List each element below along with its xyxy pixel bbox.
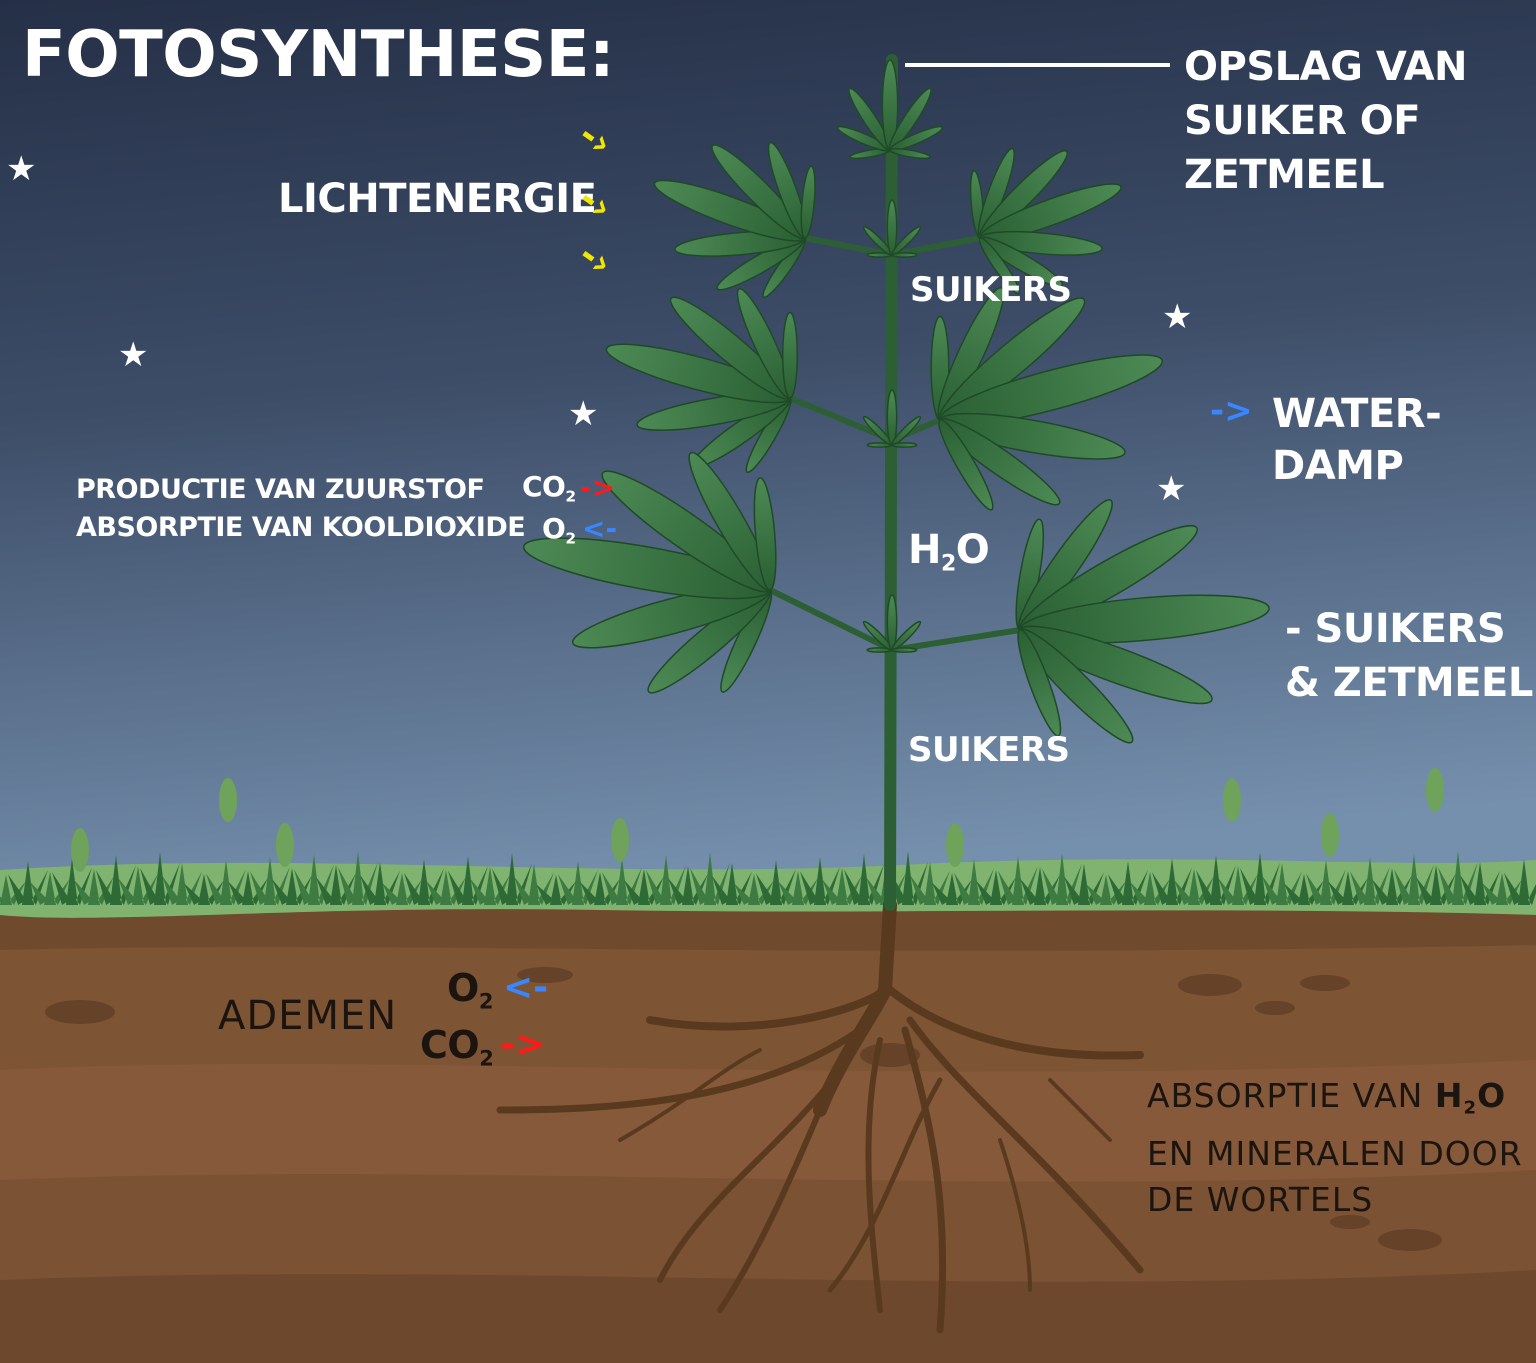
root xyxy=(901,1026,947,1334)
root xyxy=(646,986,889,1031)
page-title: FOTOSYNTHESE: xyxy=(22,18,615,92)
absorption-line: DE WORTELS xyxy=(1147,1180,1374,1220)
o2-arrow-icon: <- xyxy=(582,512,618,545)
soil-layers xyxy=(0,899,1536,1363)
bud xyxy=(71,828,89,872)
root xyxy=(1048,1078,1112,1142)
root-co2-arrow-icon: -> xyxy=(500,1024,546,1065)
sugar-starch-line: - SUIKERS xyxy=(1285,606,1506,652)
storage-line: ZETMEEL xyxy=(1184,152,1385,198)
absorption-line: EN MINERALEN DOOR xyxy=(1147,1134,1523,1174)
root-co2-label: CO2 xyxy=(420,1023,494,1071)
water-stem-label: H2O xyxy=(908,527,990,577)
cannabis-plant xyxy=(522,54,1270,911)
breathing-label: ADEMEN xyxy=(218,993,398,1039)
bud xyxy=(1321,813,1339,857)
leaf-o2-label: O2 xyxy=(542,512,576,548)
grass-band xyxy=(0,768,1536,918)
storage-line: SUIKER OF xyxy=(1184,98,1421,144)
leaf xyxy=(1015,499,1270,744)
root xyxy=(618,1048,762,1142)
sky xyxy=(0,0,1536,920)
leaf xyxy=(653,141,816,298)
leaf xyxy=(836,59,944,160)
leaf xyxy=(862,594,922,653)
root xyxy=(865,1037,883,1313)
water-vapour-label: WATER- DAMP xyxy=(1272,388,1442,492)
vapour-line: WATER- xyxy=(1272,391,1442,437)
sugar-starch-line: & ZETMEEL xyxy=(1285,660,1533,706)
branch xyxy=(889,235,983,258)
bud xyxy=(611,818,629,862)
oxygen-production-label: PRODUCTIE VAN ZUURSTOF xyxy=(76,474,485,505)
vapour-arrow-icon: -> xyxy=(1210,391,1253,431)
root xyxy=(657,1067,843,1283)
bud xyxy=(1223,778,1241,822)
branch xyxy=(889,627,1023,653)
leaf xyxy=(862,199,922,258)
light-energy-label: LICHTENERGIE xyxy=(278,176,597,222)
storage-label: OPSLAG VAN SUIKER OF ZETMEEL xyxy=(1184,40,1468,202)
sugars-bottom-label: SUIKERS xyxy=(908,730,1070,770)
bud xyxy=(219,778,237,822)
star-icon: ★ xyxy=(568,394,599,434)
co2-arrow-icon: -> xyxy=(580,471,616,504)
sugars-top-label: SUIKERS xyxy=(910,270,1072,310)
co2-absorption-label: ABSORPTIE VAN KOOLDIOXIDE xyxy=(76,512,526,543)
bud xyxy=(276,823,294,867)
leaf xyxy=(522,451,777,694)
root xyxy=(886,986,1144,1060)
root-o2-arrow-icon: <- xyxy=(503,967,549,1008)
branch xyxy=(767,587,895,653)
absorption-line: ABSORPTIE VAN H2O xyxy=(1147,1076,1507,1119)
root xyxy=(906,1016,1144,1274)
leaf xyxy=(930,287,1164,511)
root-absorption-label: ABSORPTIE VAN H2O EN MINERALEN DOOR DE W… xyxy=(1147,1073,1523,1223)
stem xyxy=(884,54,898,911)
root xyxy=(998,1138,1032,1292)
bud xyxy=(946,823,964,867)
star-icon: ★ xyxy=(1162,297,1193,337)
leaf xyxy=(605,288,799,473)
leaf xyxy=(862,389,922,448)
root-o2-label: O2 xyxy=(447,966,493,1014)
star-icon: ★ xyxy=(6,149,37,189)
star-icon: ★ xyxy=(118,335,149,375)
root xyxy=(827,1077,943,1293)
root xyxy=(717,1107,823,1313)
storage-line: OPSLAG VAN xyxy=(1184,44,1468,90)
star-icon: ★ xyxy=(1156,469,1187,509)
leaf xyxy=(969,147,1122,295)
roots xyxy=(496,898,1144,1334)
sugar-starch-label: - SUIKERS & ZETMEEL xyxy=(1285,602,1533,710)
vapour-line: DAMP xyxy=(1272,443,1404,489)
bud xyxy=(1426,768,1444,812)
leaf-co2-label: CO2 xyxy=(522,470,576,506)
